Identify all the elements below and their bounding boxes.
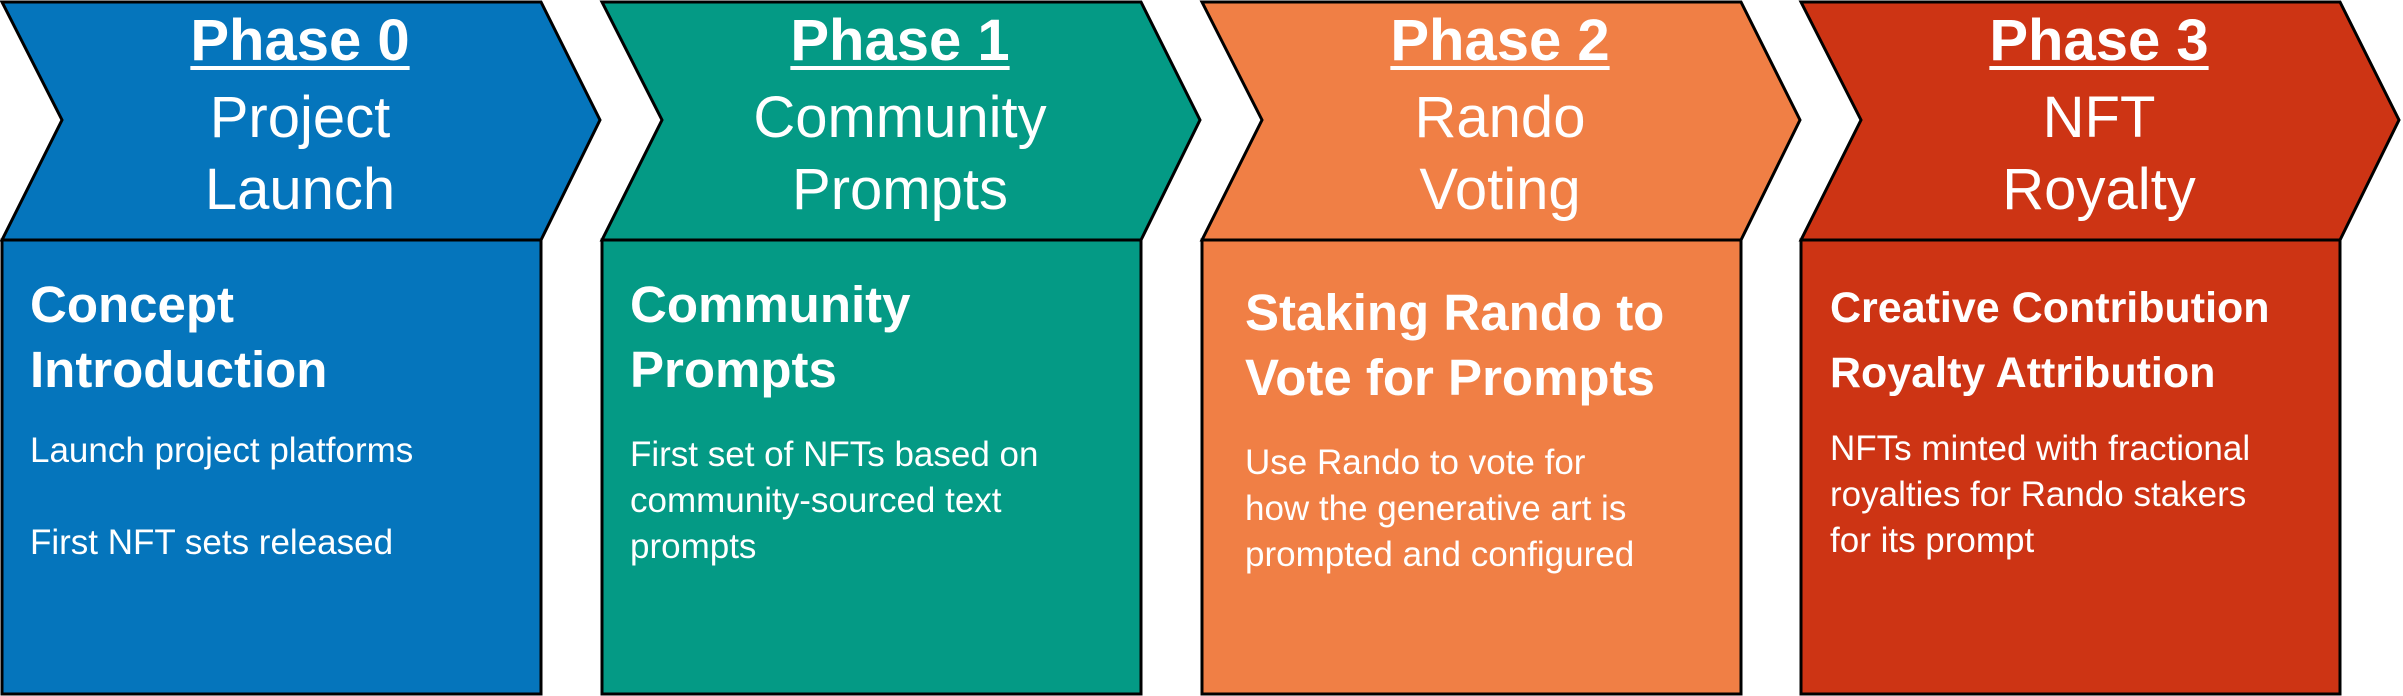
phase-1-name-line2: Prompts [792, 157, 1008, 222]
phase-1-heading: Community Prompts [630, 272, 1150, 402]
phase-0-name: Project Launch [0, 82, 600, 226]
phase-1-para1-line3: prompts [630, 527, 757, 566]
phase-2-heading-line1: Staking Rando to [1245, 284, 1665, 341]
phase-1-body: Community Prompts First set of NFTs base… [630, 272, 1150, 570]
phase-0-name-line2: Launch [204, 157, 396, 222]
phase-2-para1-line3: prompted and configured [1245, 535, 1635, 574]
phase-2-header: Phase 2 Rando Voting [1200, 0, 1800, 240]
phase-0-body-box [0, 238, 543, 696]
phase-1-para1-line2: community-sourced text [630, 481, 1002, 520]
phase-0-header: Phase 0 Project Launch [0, 0, 600, 240]
phase-1-body-box [600, 238, 1143, 696]
phase-0-para1: Launch project platforms [30, 431, 414, 470]
phase-0-heading-line2: Introduction [30, 341, 328, 398]
phase-3-heading-line2: Royalty Attribution [1830, 349, 2216, 397]
phase-2-heading-line2: Vote for Prompts [1245, 349, 1655, 406]
phase-1-para1: First set of NFTs based on community-sou… [630, 432, 1150, 570]
phase-2-name-line1: Rando [1414, 85, 1586, 150]
phase-3: Phase 3 NFT Royalty Creative Contributio… [1798, 0, 2403, 696]
phase-2-body: Staking Rando to Vote for Prompts Use Ra… [1245, 280, 1765, 578]
phase-1-para1-line1: First set of NFTs based on [630, 435, 1039, 474]
phase-3-shape [1798, 0, 2401, 696]
phase-1-heading-line1: Community [630, 276, 911, 333]
phase-0-number: Phase 0 [190, 8, 410, 73]
phase-3-para1: NFTs minted with fractional royalties fo… [1830, 426, 2370, 564]
phase-0-heading-line1: Concept [30, 276, 234, 333]
phase-1-shape [599, 0, 1202, 696]
phase-3-heading: Creative Contribution Royalty Attributio… [1830, 276, 2370, 406]
phase-2-body-box [1200, 238, 1743, 696]
phase-1: Phase 1 Community Prompts Community Prom… [599, 0, 1204, 696]
phase-3-para1-line3: for its prompt [1830, 521, 2035, 560]
phase-1-header: Phase 1 Community Prompts [600, 0, 1200, 240]
phase-0-body: Concept Introduction Launch project plat… [30, 272, 550, 566]
phase-2-para1-line2: how the generative art is [1245, 489, 1627, 528]
phase-3-para1-line1: NFTs minted with fractional [1830, 429, 2251, 468]
phase-3-name-line1: NFT [2042, 85, 2156, 150]
phase-2-heading: Staking Rando to Vote for Prompts [1245, 280, 1765, 410]
phase-2-name-line2: Voting [1419, 157, 1581, 222]
phase-3-heading-line1: Creative Contribution [1830, 284, 2270, 332]
phase-3-para1-line2: royalties for Rando stakers [1830, 475, 2247, 514]
phase-2-para1: Use Rando to vote for how the generative… [1245, 440, 1765, 578]
phase-1-name: Community Prompts [600, 82, 1200, 226]
phase-3-body: Creative Contribution Royalty Attributio… [1830, 276, 2370, 564]
phase-3-header: Phase 3 NFT Royalty [1799, 0, 2399, 240]
phase-1-heading-line2: Prompts [630, 341, 837, 398]
phase-3-name: NFT Royalty [1799, 82, 2399, 226]
phase-3-number: Phase 3 [1989, 8, 2209, 73]
phase-2-name: Rando Voting [1200, 82, 1800, 226]
phase-3-name-line2: Royalty [2002, 157, 2196, 222]
phase-1-number: Phase 1 [790, 8, 1010, 73]
phase-0-shape [0, 0, 602, 696]
phase-2-number: Phase 2 [1390, 8, 1610, 73]
phase-0-heading: Concept Introduction [30, 272, 550, 402]
phase-3-body-box [1799, 238, 2342, 696]
phase-1-name-line1: Community [753, 85, 1047, 150]
phase-0-para2: First NFT sets released [30, 523, 394, 562]
phase-0-name-line1: Project [209, 85, 391, 150]
phase-2-para1-line1: Use Rando to vote for [1245, 443, 1586, 482]
phase-2-shape [1199, 0, 1802, 696]
phase-2: Phase 2 Rando Voting Staking Rando to Vo… [1199, 0, 1804, 696]
phase-0: Phase 0 Project Launch Concept Introduct… [0, 0, 604, 696]
